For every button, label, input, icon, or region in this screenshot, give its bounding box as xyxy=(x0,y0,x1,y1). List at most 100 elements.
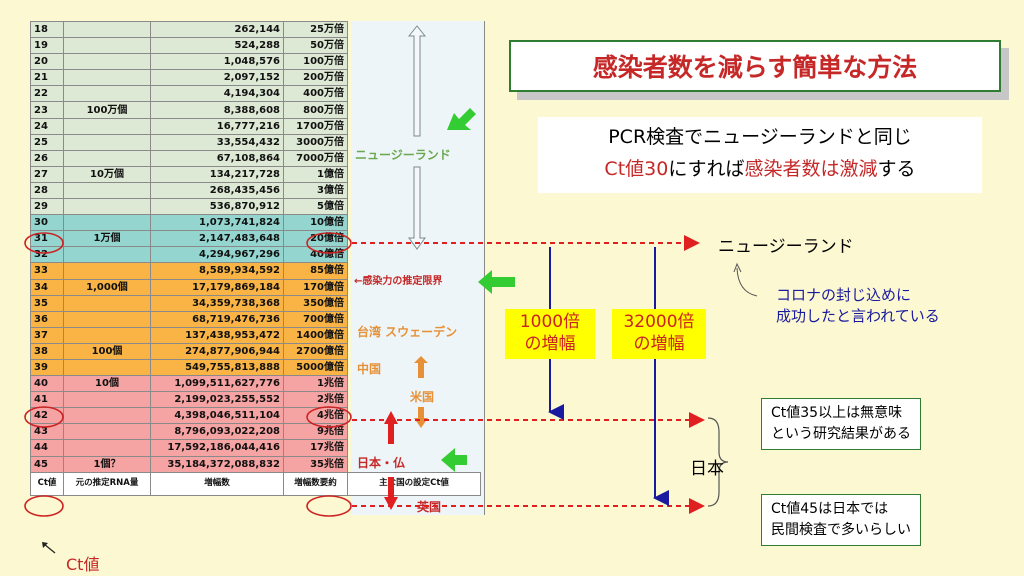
cell-rna xyxy=(63,326,151,344)
amp32000-line1: 32000倍 xyxy=(623,312,695,332)
orange-up-arrow-icon xyxy=(414,356,428,378)
cell-amplification: 4,398,046,511,104 xyxy=(150,407,284,425)
amp1000-line2: の増幅 xyxy=(524,334,576,354)
summary30-circle xyxy=(306,232,352,254)
cell-summary: 400万倍 xyxy=(283,85,348,103)
header-amplification: 増幅数 xyxy=(150,471,284,496)
cell-ct: 27 xyxy=(30,165,64,183)
cell-ct: 37 xyxy=(30,326,64,344)
hollow-down-arrow-icon xyxy=(408,166,426,250)
label-japan-france: 日本・仏 xyxy=(357,456,406,470)
cell-summary: 7000万倍 xyxy=(283,149,348,167)
cell-ct: 22 xyxy=(30,85,64,103)
title-box: 感染者数を減らす簡単な方法 xyxy=(509,40,1001,92)
cell-ct: 30 xyxy=(30,214,64,232)
label-usa: 米国 xyxy=(410,390,435,404)
japan-bracket xyxy=(707,417,729,507)
ct40-circle xyxy=(24,406,64,428)
label-china: 中国 xyxy=(357,362,382,376)
cell-ct: 19 xyxy=(30,37,64,55)
green-arrow-japan-icon xyxy=(441,448,467,472)
green-arrow-limit-icon xyxy=(478,270,515,294)
cell-summary: 3000万倍 xyxy=(283,133,348,151)
label-infectivity-limit: ←感染力の推定限界 xyxy=(354,276,443,287)
cell-rna xyxy=(63,407,151,425)
subtitle-suru: する xyxy=(877,158,916,180)
cell-amplification: 8,589,934,592 xyxy=(150,262,284,280)
cell-amplification: 262,144 xyxy=(150,20,284,39)
cell-ct: 34 xyxy=(30,278,64,296)
note-ct45: Ct値45は日本では 民間検査で多いらしい xyxy=(761,494,921,546)
cell-amplification: 1,048,576 xyxy=(150,53,284,71)
cell-amplification: 68,719,476,736 xyxy=(150,310,284,328)
cell-summary: 1400億倍 xyxy=(283,326,348,344)
cell-summary: 2兆倍 xyxy=(283,391,348,409)
note45-line1: Ct値45は日本では xyxy=(771,501,889,517)
cell-summary: 50万倍 xyxy=(283,37,348,55)
cell-country xyxy=(347,279,481,296)
amp32000-line2: の増幅 xyxy=(633,334,685,354)
cell-ct: 45 xyxy=(30,455,64,473)
red-down-arrow-icon xyxy=(384,477,398,510)
cell-country xyxy=(347,391,481,408)
cell-amplification: 137,438,953,472 xyxy=(150,326,284,344)
cell-amplification: 268,435,456 xyxy=(150,181,284,200)
cell-rna xyxy=(63,358,151,377)
label-uk: 英国 xyxy=(417,500,442,514)
page-title: 感染者数を減らす簡単な方法 xyxy=(592,53,918,82)
amp1000-line1: 1000倍 xyxy=(519,312,581,332)
cell-summary: 17兆倍 xyxy=(283,439,348,457)
ct-caption: Ct値 xyxy=(66,555,100,574)
cell-ct: 40 xyxy=(30,375,64,393)
cell-amplification: 4,294,967,296 xyxy=(150,246,284,264)
cell-amplification: 8,388,608 xyxy=(150,101,284,119)
cell-amplification: 17,592,186,044,416 xyxy=(150,439,284,457)
cell-summary: 20億倍 xyxy=(283,230,348,248)
cell-country xyxy=(347,359,481,376)
cell-ct: 23 xyxy=(30,101,64,119)
label-nz-column: ニュージーランド xyxy=(355,148,451,162)
note45-line2: 民間検査で多いらしい xyxy=(771,522,911,538)
cell-summary: 1700万倍 xyxy=(283,117,348,135)
summary40-circle xyxy=(306,406,352,428)
cell-rna xyxy=(63,262,151,280)
subtitle-ct30: Ct値30 xyxy=(604,158,669,180)
cell-rna: 10万個 xyxy=(63,165,151,183)
cell-ct: 35 xyxy=(30,294,64,312)
cell-summary: 700億倍 xyxy=(283,310,348,328)
summary45-circle xyxy=(306,495,352,517)
cell-amplification: 2,199,023,255,552 xyxy=(150,391,284,409)
cell-country xyxy=(347,262,481,279)
cell-ct: 21 xyxy=(30,69,64,87)
cell-rna: 100個 xyxy=(63,342,151,360)
subtitle-box: PCR検査でニュージーランドと同じ Ct値30にすれば感染者数は激減する xyxy=(538,117,982,193)
cell-amplification: 2,097,152 xyxy=(150,69,284,87)
label-taiwan-sweden: 台湾 スウェーデン xyxy=(357,325,458,339)
cell-country xyxy=(347,134,481,151)
cell-ct: 20 xyxy=(30,53,64,71)
note35-line2: という研究結果がある xyxy=(771,426,911,442)
subtitle-line1: PCR検査でニュージーランドと同じ xyxy=(608,126,912,148)
cell-amplification: 274,877,906,944 xyxy=(150,342,284,360)
cell-ct: 38 xyxy=(30,342,64,360)
cell-summary: 350億倍 xyxy=(283,294,348,312)
table-header-row: Ct値 元の推定RNA量 増幅数 増幅数要約 主な国の設定Ct値 xyxy=(30,471,481,496)
ct45-circle xyxy=(24,495,64,517)
cell-ct: 24 xyxy=(30,117,64,135)
